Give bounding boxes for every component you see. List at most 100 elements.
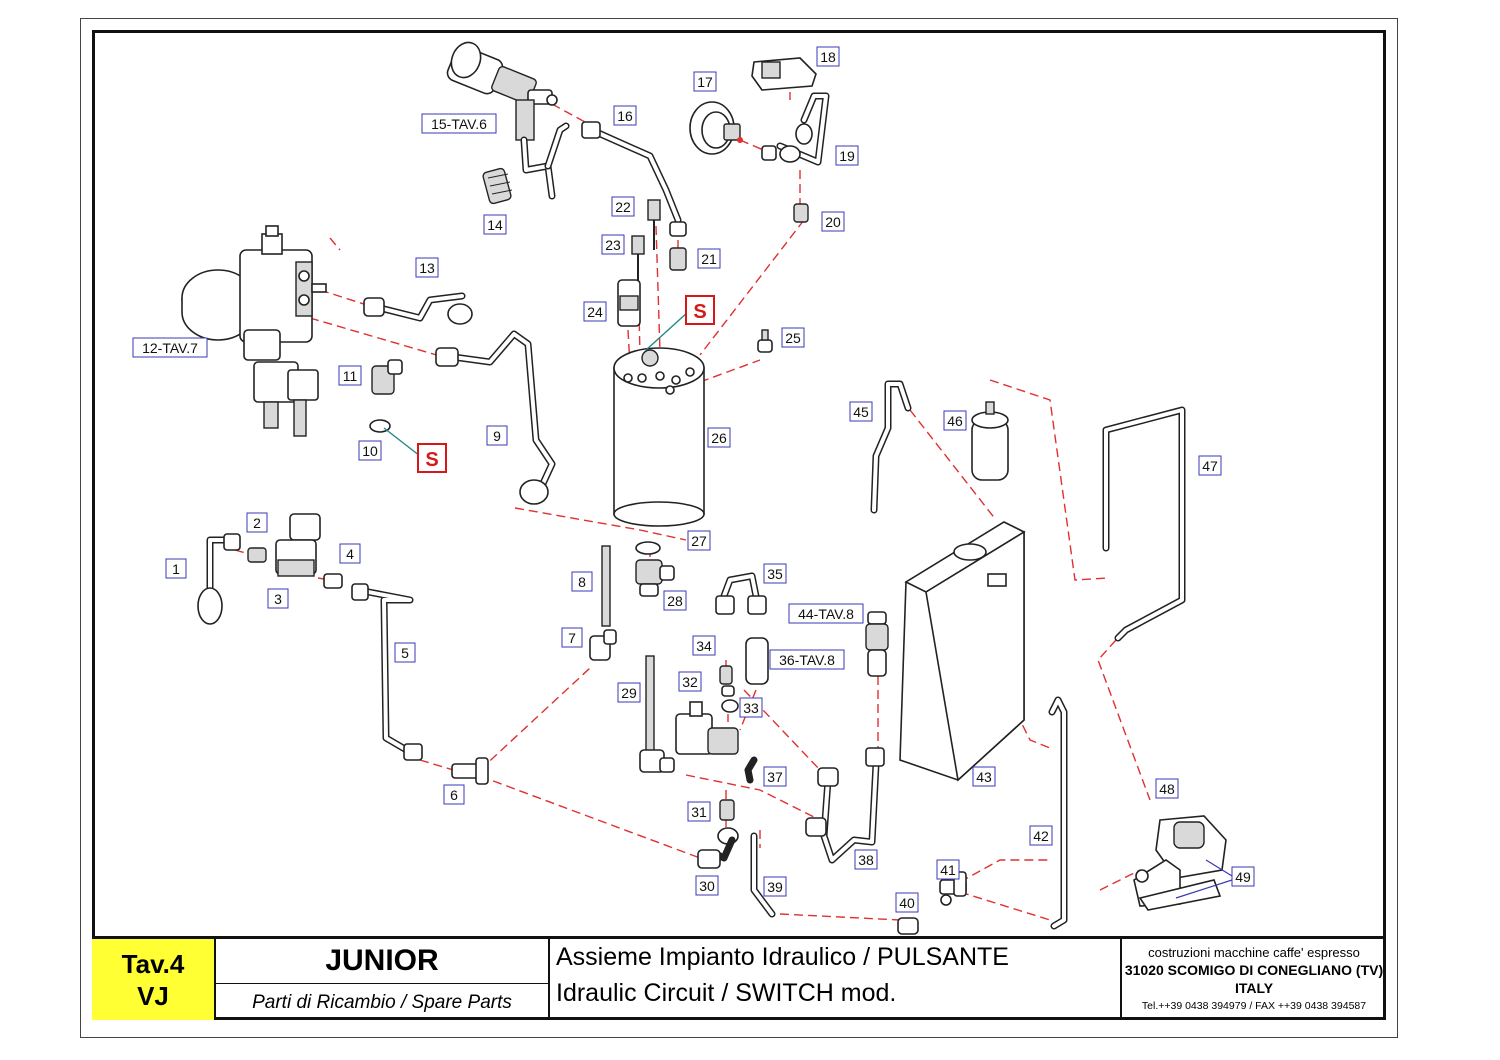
- svg-text:23: 23: [605, 237, 621, 253]
- svg-text:16: 16: [617, 108, 633, 124]
- spring: [482, 167, 513, 205]
- model-subtitle: Parti di Ricambio / Spare Parts: [252, 991, 512, 1013]
- part-label-38: 38: [854, 849, 878, 870]
- boiler-probes: [617, 199, 661, 327]
- svg-text:11: 11: [343, 368, 358, 384]
- part-label-42: 42: [1029, 825, 1053, 846]
- svg-text:40: 40: [899, 895, 915, 911]
- part-label-24: 24: [583, 301, 607, 322]
- part-label-49: 49: [1231, 866, 1255, 887]
- svg-text:30: 30: [699, 878, 715, 894]
- table-number-cell: Tav.4 VJ: [92, 939, 216, 1020]
- manufacturer-tagline: costruzioni macchine caffe' espresso: [1148, 945, 1360, 960]
- pipe-38: [805, 747, 885, 864]
- part-label-18: 18: [816, 46, 840, 67]
- part-label-32: 32: [678, 671, 702, 692]
- svg-text:46: 46: [947, 413, 963, 429]
- seal-marker-box-upper: [685, 295, 715, 325]
- manufacturer-contacts: Tel.++39 0438 394979 / FAX ++39 0438 394…: [1141, 1000, 1367, 1012]
- svg-text:17: 17: [697, 74, 713, 90]
- solenoid-valve-32: [675, 665, 739, 755]
- svg-text:49: 49: [1235, 869, 1251, 885]
- part-label-39: 39: [763, 876, 787, 897]
- seal-marker-box-lower: [417, 443, 447, 473]
- valve-44: [865, 611, 889, 677]
- svg-text:21: 21: [701, 251, 717, 267]
- svg-text:44-TAV.8: 44-TAV.8: [798, 606, 854, 622]
- part-label-43: 43: [972, 766, 996, 787]
- tube-29: [639, 655, 675, 773]
- pipe-9: [435, 330, 556, 505]
- part-label-21: 21: [697, 248, 721, 269]
- svg-text:6: 6: [450, 787, 458, 803]
- part-label-9: 9: [486, 425, 508, 446]
- svg-text:37: 37: [767, 769, 783, 785]
- svg-text:27: 27: [691, 533, 707, 549]
- seal-marker-lower: S: [425, 449, 438, 471]
- part-label-5: 5: [394, 642, 416, 663]
- steam-tap-assembly: [446, 41, 570, 200]
- part-label-28: 28: [663, 590, 687, 611]
- part-label-26: 26: [707, 427, 731, 448]
- svg-text:25: 25: [785, 330, 801, 346]
- part-label-16: 16: [613, 105, 637, 126]
- part-label-4: 4: [339, 543, 361, 564]
- svg-text:34: 34: [696, 638, 712, 654]
- svg-text:3: 3: [274, 591, 282, 607]
- part-label-44: 44-TAV.8: [788, 603, 864, 624]
- pressure-switch: [689, 101, 743, 155]
- part-label-15: 15-TAV.6: [421, 113, 497, 134]
- svg-text:32: 32: [682, 674, 698, 690]
- pipe-5: [351, 583, 423, 761]
- part-label-47: 47: [1198, 455, 1222, 476]
- svg-text:42: 42: [1033, 828, 1049, 844]
- svg-text:22: 22: [615, 199, 631, 215]
- svg-text:2: 2: [253, 515, 261, 531]
- part-label-22: 22: [611, 196, 635, 217]
- model-cell: JUNIOR Parti di Ricambio / Spare Parts: [216, 939, 550, 1020]
- table-number: Tav.4: [121, 948, 185, 979]
- pipe-19: [761, 92, 830, 166]
- description-cell: Assieme Impianto Idraulico / PULSANTE Id…: [550, 939, 1122, 1020]
- part-label-7: 7: [561, 627, 583, 648]
- part-label-33: 33: [739, 697, 763, 718]
- svg-text:47: 47: [1202, 458, 1218, 474]
- svg-text:33: 33: [743, 700, 759, 716]
- seal-leader-upper: [645, 311, 689, 351]
- water-tank: [899, 521, 1026, 782]
- part-label-40: 40: [895, 892, 919, 913]
- leader-49: [1175, 859, 1233, 899]
- svg-text:31: 31: [691, 804, 707, 820]
- description-italian: Assieme Impianto Idraulico / PULSANTE: [556, 943, 1009, 971]
- part-label-34: 34: [692, 635, 716, 656]
- part-label-20: 20: [821, 211, 845, 232]
- description-english: Idraulic Circuit / SWITCH mod.: [556, 979, 897, 1007]
- svg-text:1: 1: [172, 561, 180, 577]
- svg-text:45: 45: [853, 404, 869, 420]
- drawing-frame: [92, 30, 1386, 1020]
- inlet-pipe: [197, 533, 241, 625]
- part-label-46: 46: [943, 410, 967, 431]
- svg-text:12-TAV.7: 12-TAV.7: [142, 340, 198, 356]
- svg-text:14: 14: [487, 217, 503, 233]
- svg-text:24: 24: [587, 304, 603, 320]
- svg-text:35: 35: [767, 566, 783, 582]
- part-label-27: 27: [687, 530, 711, 551]
- svg-text:20: 20: [825, 214, 841, 230]
- part-label-11: 11: [338, 365, 362, 386]
- fitting-21: [669, 247, 687, 271]
- part-label-48: 48: [1155, 778, 1179, 799]
- svg-text:8: 8: [578, 574, 586, 590]
- svg-text:7: 7: [568, 630, 576, 646]
- svg-text:43: 43: [976, 769, 992, 785]
- nut-21: [669, 221, 687, 237]
- svg-text:5: 5: [401, 645, 409, 661]
- pipe-45: [870, 380, 912, 514]
- seal-leader-lower: [383, 427, 421, 457]
- fitting-20: [793, 203, 809, 223]
- part-label-36: 36-TAV.8: [769, 649, 845, 670]
- microswitch: [751, 57, 817, 91]
- part-label-1: 1: [165, 558, 187, 579]
- pipe-35-and-valve-36: [715, 572, 769, 685]
